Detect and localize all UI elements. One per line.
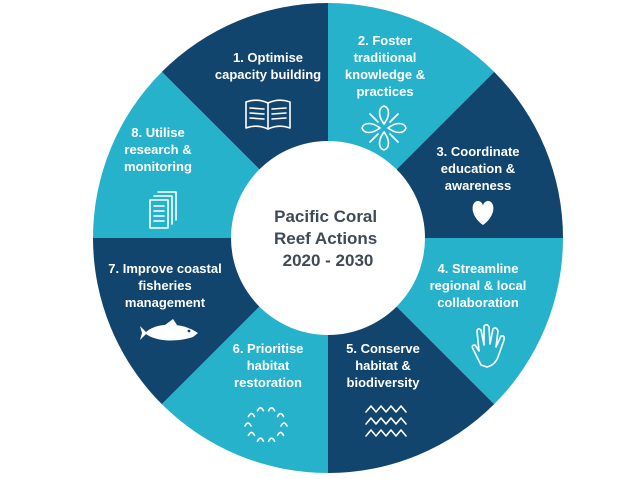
center-title-line: 2020 - 2030 xyxy=(283,251,374,270)
segment-label-line: 4. Streamline xyxy=(438,261,519,276)
segment-label-2: 2. Foster traditional knowledge & practices xyxy=(345,33,425,99)
segment-label-4: 4. Streamline regional & local collaborati… xyxy=(430,261,527,310)
segment-label-line: habitat xyxy=(247,358,290,373)
center-title-line: Pacific Coral xyxy=(274,207,377,226)
segment-label-line: awareness xyxy=(445,178,512,193)
segment-label-line: regional & local xyxy=(430,278,527,293)
segment-label-line: knowledge & xyxy=(345,67,425,82)
segment-label-line: practices xyxy=(356,84,413,99)
segment-label-5: 5. Conserve habitat & biodiversity xyxy=(346,341,420,390)
segment-label-line: 8. Utilise xyxy=(131,125,184,140)
segment-label-line: 7. Improve coastal xyxy=(108,261,221,276)
segment-label-7: 7. Improve coastal fisheries management xyxy=(108,261,221,310)
hand-icon xyxy=(471,323,505,368)
segment-label-6: 6. Prioritise habitat restoration xyxy=(233,341,304,390)
segment-label-line: 3. Coordinate xyxy=(436,144,519,159)
segment-label-line: biodiversity xyxy=(347,375,421,390)
tapa-pattern-icon xyxy=(361,105,407,151)
segment-label-1: 1. Optimise capacity building xyxy=(215,50,321,82)
segment-label-line: research & xyxy=(124,142,191,157)
documents-icon xyxy=(149,191,177,229)
segment-label-line: education & xyxy=(441,161,515,176)
segment-label-line: monitoring xyxy=(124,159,192,174)
center-title: Pacific Coral Reef Actions 2020 - 2030 xyxy=(274,207,382,270)
circle-dots-icon xyxy=(244,407,288,443)
center-circle xyxy=(231,141,425,335)
segment-label-line: capacity building xyxy=(215,67,321,82)
segment-label-line: 5. Conserve xyxy=(346,341,420,356)
segment-label-line: fisheries xyxy=(138,278,191,293)
segment-label-line: restoration xyxy=(234,375,302,390)
segment-label-3: 3. Coordinate education & awareness xyxy=(436,144,519,193)
book-icon xyxy=(245,99,291,130)
segment-label-line: 6. Prioritise xyxy=(233,341,304,356)
segment-label-8: 8. Utilise research & monitoring xyxy=(124,125,192,174)
segment-label-line: traditional xyxy=(354,50,417,65)
segment-label-line: management xyxy=(125,295,206,310)
center-title-line: Reef Actions xyxy=(274,229,377,248)
segment-label-line: habitat & xyxy=(355,358,411,373)
waves-icon xyxy=(365,405,407,437)
fish-icon xyxy=(140,319,198,341)
segment-label-line: collaboration xyxy=(437,295,519,310)
heart-icon xyxy=(472,201,494,225)
segment-label-line: 1. Optimise xyxy=(233,50,303,65)
segment-icons xyxy=(140,99,505,443)
segment-label-line: 2. Foster xyxy=(358,33,412,48)
segment-labels: 1. Optimise capacity building 2. Foster tra… xyxy=(108,33,526,390)
